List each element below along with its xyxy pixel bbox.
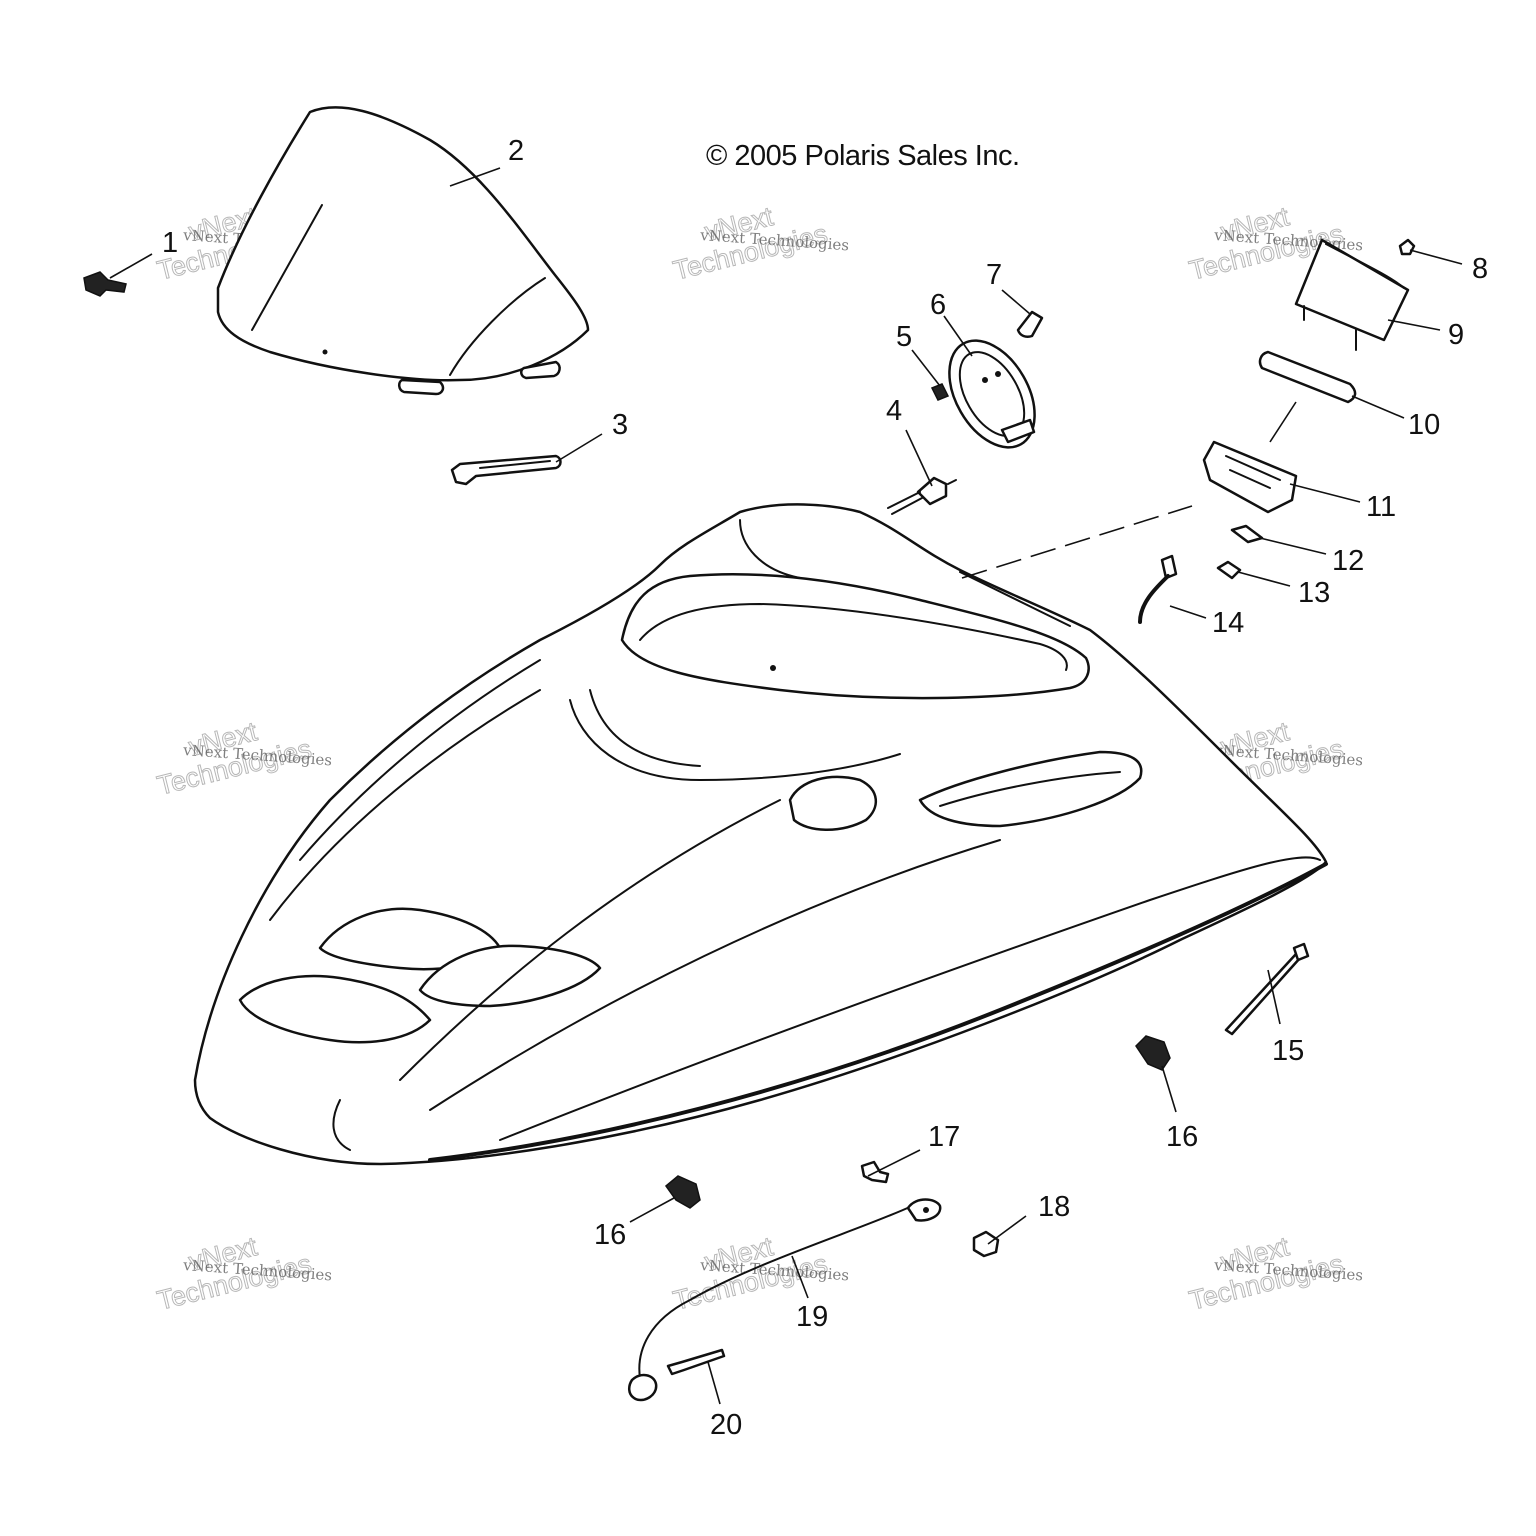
callout-19: 19 (796, 1301, 828, 1333)
callout-15: 15 (1272, 1035, 1304, 1067)
copyright-notice: © 2005 Polaris Sales Inc. (706, 140, 1020, 172)
callout-16-right: 16 (1166, 1121, 1198, 1153)
callout-13: 13 (1298, 577, 1330, 609)
part-19-tether-cable (628, 1198, 942, 1402)
leader-lines (109, 167, 1463, 1405)
part-6-gauge-ring (948, 339, 1036, 449)
part-20-rivet (666, 1348, 726, 1376)
part-4-switch (887, 476, 957, 515)
callout-1: 1 (162, 227, 178, 259)
callout-10: 10 (1408, 409, 1440, 441)
callout-17: 17 (928, 1121, 960, 1153)
part-16-clip-right (1135, 1035, 1171, 1071)
part-9-gauge-housing (1294, 238, 1410, 351)
callout-14: 14 (1212, 607, 1244, 639)
hood-body (193, 503, 1328, 1166)
callout-4: 4 (886, 395, 902, 427)
callout-11: 11 (1366, 491, 1396, 523)
callout-8: 8 (1472, 253, 1488, 285)
part-10-lens (1258, 350, 1357, 404)
part-2-windshield (216, 106, 590, 396)
part-15-cable-tie (1224, 942, 1310, 1036)
part-12-pin (1230, 524, 1264, 544)
callout-7: 7 (986, 259, 1002, 291)
callout-3: 3 (612, 409, 628, 441)
callout-2: 2 (508, 135, 524, 167)
callout-12: 12 (1332, 545, 1364, 577)
callout-6: 6 (930, 289, 946, 321)
part-11-gauge-base (1202, 440, 1298, 514)
part-18-nut (972, 1230, 1000, 1258)
callout-9: 9 (1448, 319, 1464, 351)
part-5-clip (930, 383, 950, 401)
callout-5: 5 (896, 321, 912, 353)
callout-20: 20 (710, 1409, 742, 1441)
watermark-top-center: vNext Technologies (670, 201, 831, 287)
part-1-rivet (83, 271, 127, 297)
part-13-socket (1216, 560, 1242, 580)
part-8-screw (1398, 238, 1416, 256)
callout-18: 18 (1038, 1191, 1070, 1223)
callout-16-left: 16 (594, 1219, 626, 1251)
part-16-clip-left (664, 1175, 701, 1209)
part-3-strap (450, 454, 562, 486)
part-14-wire (1138, 554, 1178, 624)
part-7-bulb (1016, 310, 1044, 338)
callout-numbers: 1 2 3 4 5 6 7 8 9 10 11 12 13 14 15 16 1… (162, 135, 1488, 1441)
